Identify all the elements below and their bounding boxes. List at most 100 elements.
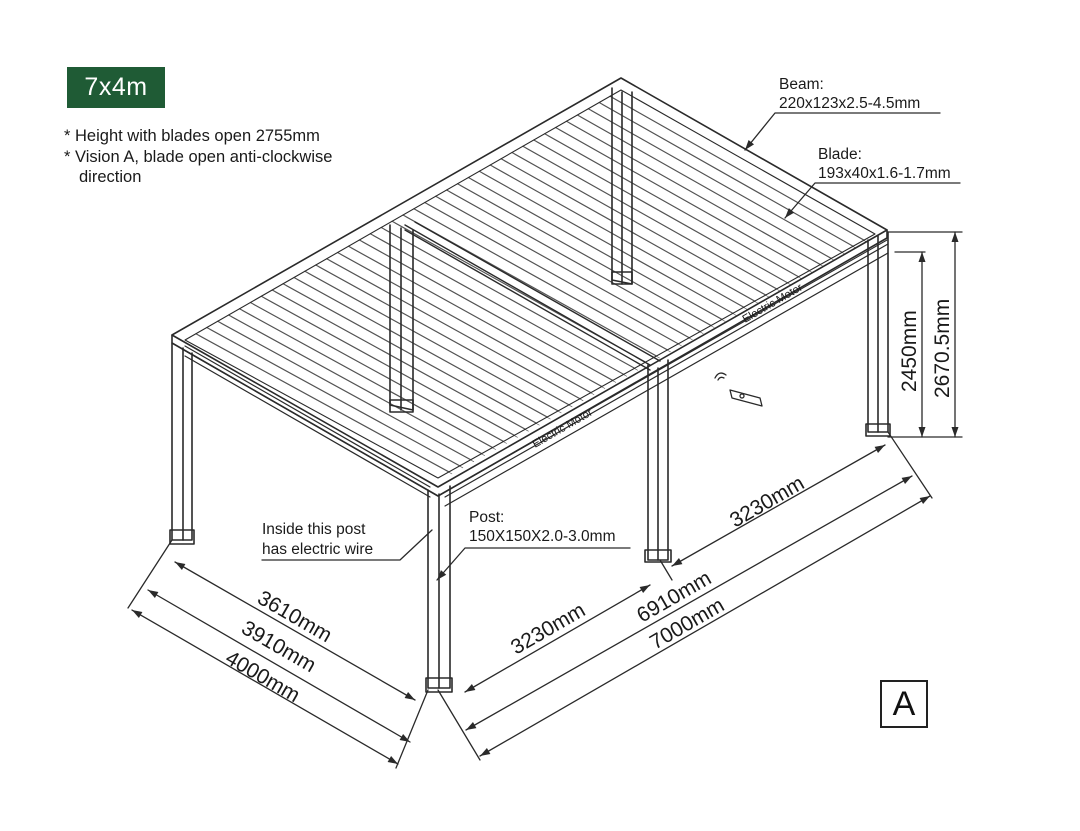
arrowhead — [672, 558, 683, 566]
rear-post-mid-foot — [389, 399, 414, 413]
length-dimensions — [437, 431, 933, 761]
roof-blade-edge — [416, 210, 671, 353]
roof-blade — [228, 314, 483, 455]
arrowhead — [639, 585, 650, 594]
roof-blade-edge — [253, 304, 507, 444]
roof-blade-edge — [427, 204, 682, 347]
arrowhead — [175, 562, 186, 571]
roof-blade-edge — [536, 141, 791, 286]
rear-post-right-foot — [611, 271, 633, 285]
roof-blade-edge — [220, 322, 475, 463]
roof-blade — [260, 295, 516, 436]
view-label: A — [880, 680, 928, 728]
wire-line-1: Inside this post — [262, 521, 366, 538]
arrowhead — [465, 683, 476, 692]
blade-leader — [784, 182, 961, 219]
wire-leader — [261, 529, 433, 561]
roof-blade-edge — [329, 260, 584, 402]
arrowhead — [132, 610, 143, 619]
beam-leader — [744, 112, 941, 151]
roof-blade — [195, 333, 450, 473]
roof-blade-edge — [263, 297, 518, 438]
note-line-3: direction — [79, 168, 142, 186]
dim-height-clear: 2450mm — [898, 310, 921, 392]
notes-block: * Height with blades open 2755mm * Visio… — [64, 126, 332, 188]
arrowhead — [918, 427, 926, 437]
blade-spec: 193x40x1.6-1.7mm — [818, 165, 951, 182]
arrowhead — [951, 427, 959, 437]
roof-blade-edge — [525, 147, 780, 292]
rear-post-mid — [389, 224, 414, 411]
roof-blade-edge — [372, 235, 628, 377]
height-dimensions — [887, 231, 963, 438]
roof-blade — [206, 326, 461, 467]
roof-blade-edge — [558, 129, 813, 273]
arrowhead — [399, 733, 410, 742]
roof-blade-edge — [514, 154, 770, 298]
remote-control-icon — [714, 372, 763, 407]
roof-blade-edge — [318, 266, 573, 408]
roof-blade-edge — [340, 254, 595, 395]
front-beam-lower — [181, 239, 888, 497]
roof-blade-edge — [503, 160, 759, 304]
beam-title: Beam: — [779, 76, 824, 93]
left-short-beam — [184, 345, 431, 498]
roof-frame-inner — [184, 89, 876, 479]
roof-blade-edge — [590, 110, 846, 255]
post-title: Post: — [469, 509, 504, 526]
roof-blade-edge — [351, 247, 606, 389]
arrowhead — [404, 691, 415, 700]
roof-blade — [282, 283, 537, 424]
roof-blade-edge — [601, 104, 857, 249]
roof-blade-edge — [362, 241, 617, 383]
dim-height-total: 2670.5mm — [931, 299, 954, 398]
arrowhead — [148, 590, 159, 599]
beam-spec: 220x123x2.5-4.5mm — [779, 95, 920, 112]
wire-line-2: has electric wire — [262, 541, 373, 558]
roof-blade-edge — [547, 135, 802, 280]
roof-blade-edge — [274, 291, 529, 432]
roof-blade-edge — [481, 172, 737, 316]
post-leader — [436, 547, 631, 581]
roof-blade-edge — [449, 191, 704, 334]
roof-blade — [271, 289, 526, 430]
center-beam — [404, 221, 661, 371]
front-long-beam — [444, 243, 889, 507]
roof-blade-edge — [438, 197, 693, 341]
roof-blade-edge — [296, 279, 551, 420]
note-line-2: * Vision A, blade open anti-clockwise — [64, 147, 333, 166]
roof-blade — [293, 276, 548, 418]
blade-title: Blade: — [818, 146, 862, 163]
post-front-left — [171, 342, 193, 541]
roof-blade — [304, 270, 559, 412]
arrowhead — [437, 570, 447, 580]
roof-blade-edge — [492, 166, 748, 310]
roof-blade-edge — [242, 310, 496, 450]
dimension-arrowheads — [132, 140, 959, 764]
roof-blade — [249, 301, 505, 442]
note-line-1: * Height with blades open 2755mm — [64, 127, 320, 145]
arrowhead — [745, 140, 755, 150]
size-badge: 7x4m — [67, 67, 165, 108]
arrowhead — [387, 755, 398, 764]
arrowhead — [480, 747, 491, 756]
roof-blade-edge — [612, 97, 868, 243]
roof-blade-edge — [460, 185, 715, 328]
roof-blade-edge — [198, 335, 453, 475]
arrowhead — [466, 722, 477, 730]
arrowhead — [918, 252, 926, 262]
dim-length-front: 3230mm — [507, 599, 589, 660]
rear-post-right — [611, 87, 633, 285]
front-beam — [171, 229, 888, 497]
roof-blade — [217, 320, 472, 461]
arrowhead — [919, 496, 930, 505]
arrowhead — [901, 476, 912, 484]
roof-blade-edge — [471, 179, 726, 322]
arrowhead — [951, 232, 959, 242]
post-spec: 150X150X2.0-3.0mm — [469, 528, 615, 545]
roof-blade-edge — [307, 272, 562, 414]
roof-blade — [238, 308, 494, 449]
dim-length-back: 3230mm — [726, 472, 808, 533]
arrowhead — [785, 208, 795, 218]
